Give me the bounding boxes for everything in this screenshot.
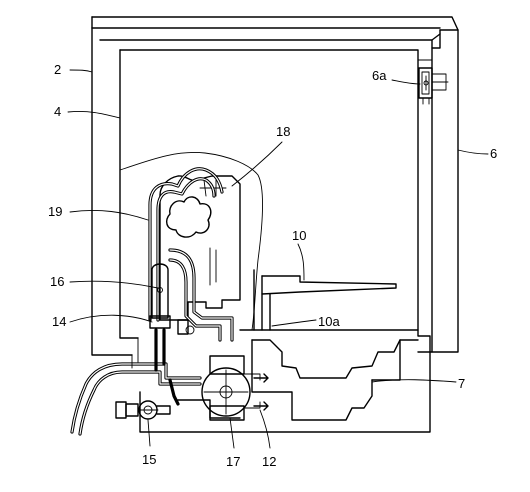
spray-arm-10 <box>253 269 397 331</box>
label-10a: 10a <box>318 314 340 329</box>
container-18 <box>159 175 241 321</box>
dispenser-outline <box>119 152 264 331</box>
leader-lines <box>67 69 489 449</box>
drain-pipe <box>70 328 202 436</box>
reference-labels: 2 4 6 6a 7 10 10a 12 14 15 16 17 18 19 <box>48 62 497 469</box>
pipe-network <box>168 248 234 342</box>
label-10: 10 <box>292 228 306 243</box>
pump-17 <box>201 355 269 421</box>
label-6: 6 <box>490 146 497 161</box>
sump-7 <box>139 329 431 433</box>
label-16: 16 <box>50 274 64 289</box>
label-2: 2 <box>54 62 61 77</box>
label-7: 7 <box>458 376 465 391</box>
label-12: 12 <box>262 454 276 469</box>
valve-15 <box>115 400 171 420</box>
label-15: 15 <box>142 452 156 467</box>
element-16 <box>149 263 171 329</box>
label-19: 19 <box>48 204 62 219</box>
label-14: 14 <box>52 314 66 329</box>
label-18: 18 <box>276 124 290 139</box>
label-17: 17 <box>226 454 240 469</box>
label-6a: 6a <box>372 68 387 83</box>
outer-housing <box>91 16 459 356</box>
label-4: 4 <box>54 104 61 119</box>
hose-19 <box>148 167 224 322</box>
door-latch <box>418 67 449 105</box>
base-lines <box>131 337 139 369</box>
